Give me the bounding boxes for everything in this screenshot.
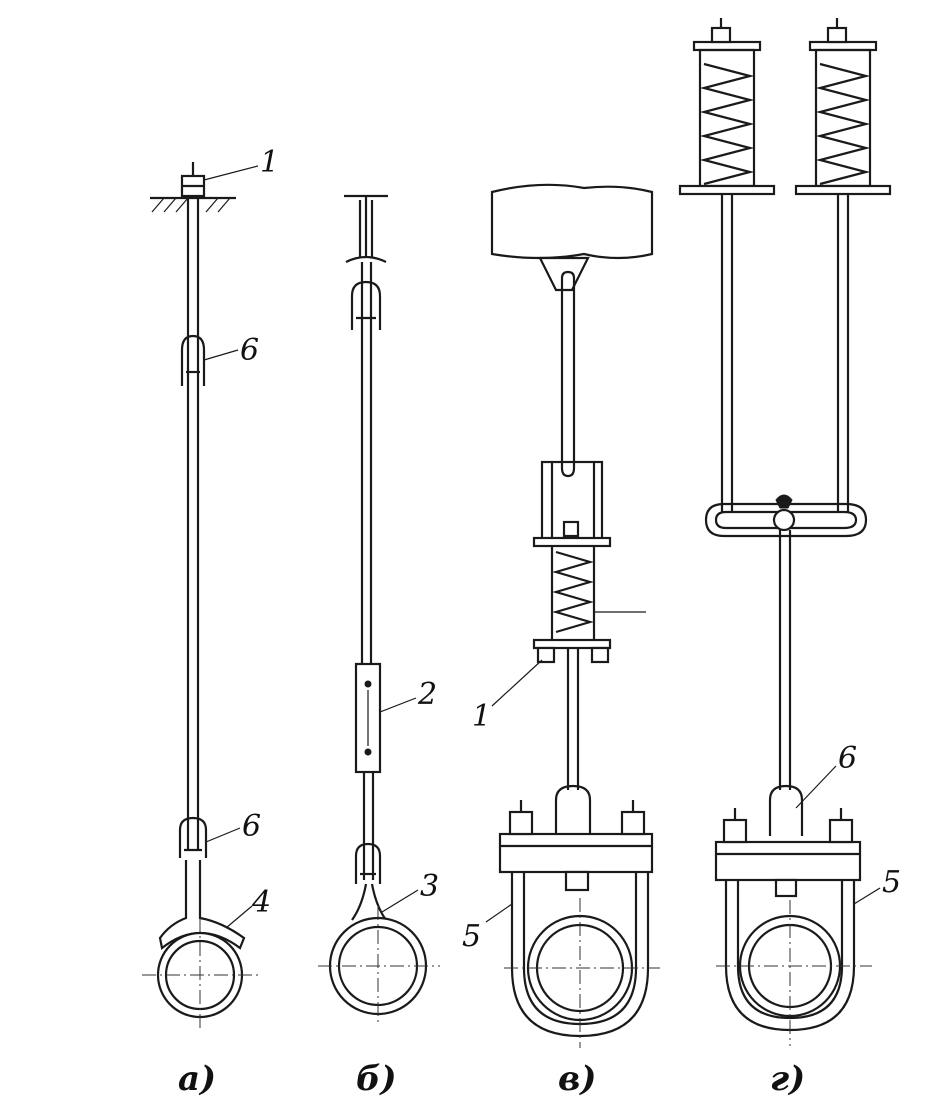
callout-v-1: 1 [472, 699, 491, 734]
figure-b-turnbuckle-hanger: 2 3 б) [318, 194, 440, 1099]
caption-g: г) [770, 1059, 805, 1099]
caption-b: б) [356, 1059, 397, 1099]
callout-b-2: 2 [417, 677, 437, 712]
caption-v: в) [558, 1059, 596, 1099]
figure-v-spring-hanger: 1 5 в) [462, 183, 660, 1099]
callout-a-6-upper: 6 [240, 333, 259, 368]
figure-g-double-spring-hanger: 6 5 г) [678, 18, 901, 1099]
figure-a-rigid-hanger: 1 6 6 4 а) [142, 145, 279, 1099]
caption-a: а) [178, 1059, 216, 1099]
callout-a-4: 4 [251, 885, 271, 920]
callout-g-6: 6 [838, 741, 857, 776]
callout-a-6-lower: 6 [242, 809, 261, 844]
callout-g-5: 5 [882, 865, 901, 900]
callout-b-3: 3 [420, 869, 439, 904]
callout-a-1: 1 [260, 145, 279, 180]
callout-v-5: 5 [462, 919, 481, 954]
